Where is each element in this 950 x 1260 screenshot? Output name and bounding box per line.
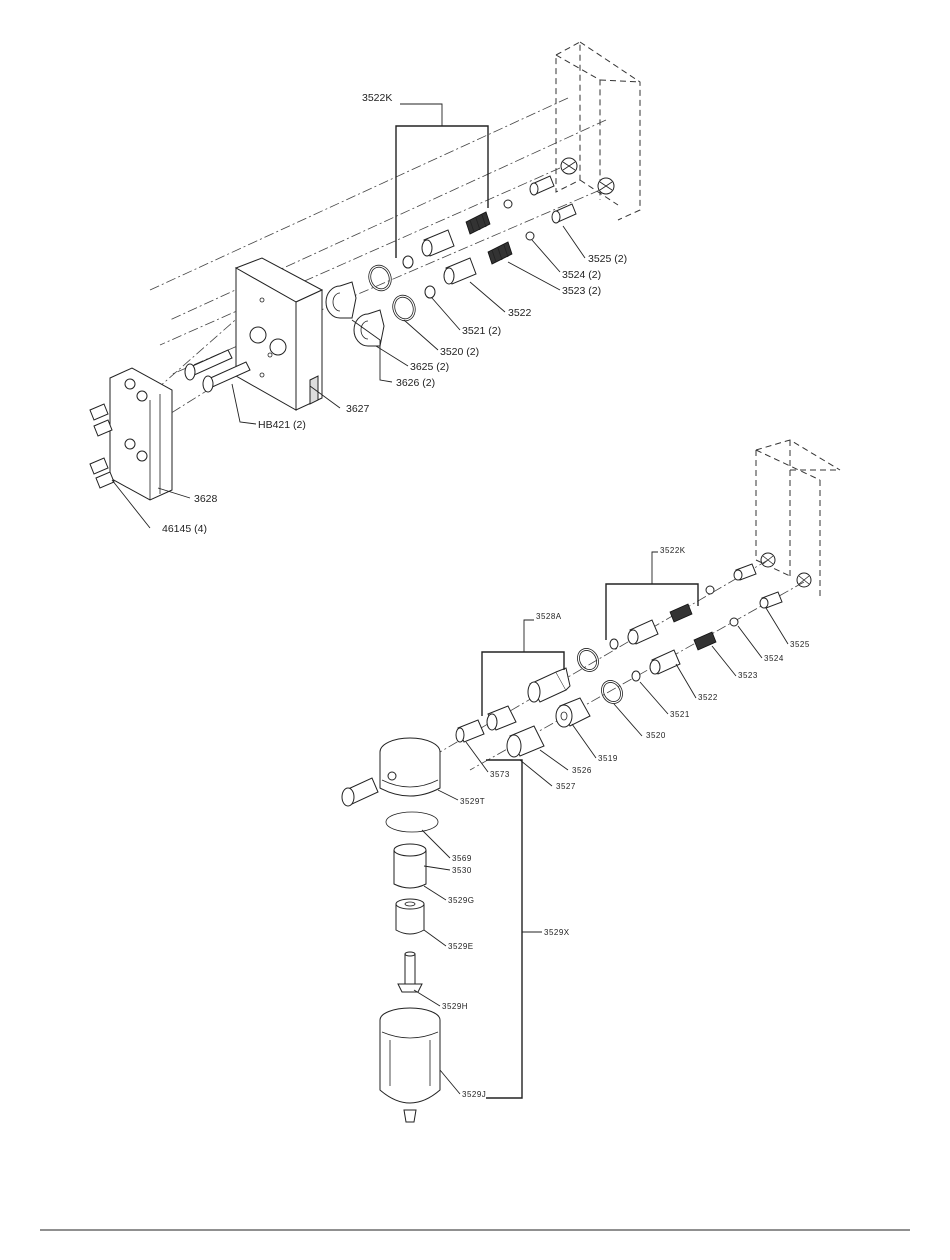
label-3529x-lower: 3529X <box>544 928 570 937</box>
label-3521-upper: 3521 (2) <box>462 325 501 337</box>
label-3527-lower: 3527 <box>556 782 576 791</box>
rings-3521-lower <box>610 639 640 681</box>
washers-3524-lower <box>706 586 738 626</box>
label-3528a-lower: 3528A <box>536 612 562 621</box>
fitting-3519 <box>556 698 590 727</box>
label-3523-upper: 3523 (2) <box>562 285 601 297</box>
label-3525-upper: 3525 (2) <box>588 253 627 265</box>
stem-3529h <box>398 952 422 992</box>
label-3529t-lower: 3529T <box>460 797 485 806</box>
label-3520-lower: 3520 <box>646 731 666 740</box>
label-46145-upper: 46145 (4) <box>162 523 207 535</box>
label-3520-upper: 3520 (2) <box>440 346 479 358</box>
label-3627-upper: 3627 <box>346 403 370 415</box>
label-3529e-lower: 3529E <box>448 942 474 951</box>
sleeves-3522 <box>422 230 476 284</box>
poppets-3525 <box>530 176 576 223</box>
label-3522k-upper: 3522K <box>362 92 392 104</box>
sleeves-3522-lower <box>628 620 680 674</box>
label-3522-lower: 3522 <box>698 693 718 702</box>
label-3524-upper: 3524 (2) <box>562 269 601 281</box>
label-3529j-lower: 3529J <box>462 1090 486 1099</box>
springs-3523 <box>466 212 512 264</box>
label-3573-lower: 3573 <box>490 770 510 779</box>
label-3519-lower: 3519 <box>598 754 618 763</box>
upper-axis-lines <box>150 98 606 420</box>
fitting-3528a <box>528 668 570 702</box>
element-3529e <box>396 899 424 934</box>
label-3529g-lower: 3529G <box>448 896 475 905</box>
rings-3521 <box>403 256 435 298</box>
label-3569-lower: 3569 <box>452 854 472 863</box>
lower-leaders <box>414 552 788 1098</box>
label-hb421-upper: HB421 (2) <box>258 419 306 431</box>
label-3525-lower: 3525 <box>790 640 810 649</box>
bowl-3529j <box>380 1008 440 1122</box>
label-3524-lower: 3524 <box>764 654 784 663</box>
element-3529g <box>394 844 426 888</box>
label-3526-lower: 3526 <box>572 766 592 775</box>
manifold-plate <box>236 258 322 410</box>
label-3626-upper: 3626 (2) <box>396 377 435 389</box>
o-rings-3520-lower <box>573 645 626 708</box>
lower-axis-lines <box>440 560 804 770</box>
gasket-3569 <box>386 812 438 832</box>
filter-head-3529t <box>342 738 440 806</box>
lower-assembly: 3522K 3528A 3525 3524 3523 3522 3521 352… <box>342 440 840 1122</box>
label-3625-upper: 3625 (2) <box>410 361 449 373</box>
fitting-3573 <box>456 720 484 742</box>
label-3522-upper: 3522 <box>508 307 532 319</box>
label-3522k-lower: 3522K <box>660 546 686 555</box>
fittings-3526-3527 <box>487 706 544 757</box>
label-3521-lower: 3521 <box>670 710 690 719</box>
poppets-3525-lower <box>734 564 782 608</box>
label-3530-lower: 3530 <box>452 866 472 875</box>
upper-assembly: 3522K 3525 (2) 3524 (2) 3523 (2) 3522 35… <box>90 42 640 535</box>
lower-manifold-outline <box>756 440 840 598</box>
label-3628-upper: 3628 <box>194 493 218 505</box>
upper-manifold-outline <box>556 42 640 220</box>
back-plate <box>90 368 172 500</box>
springs-3523-lower <box>670 604 716 650</box>
label-3523-lower: 3523 <box>738 671 758 680</box>
label-3529h-lower: 3529H <box>442 1002 468 1011</box>
